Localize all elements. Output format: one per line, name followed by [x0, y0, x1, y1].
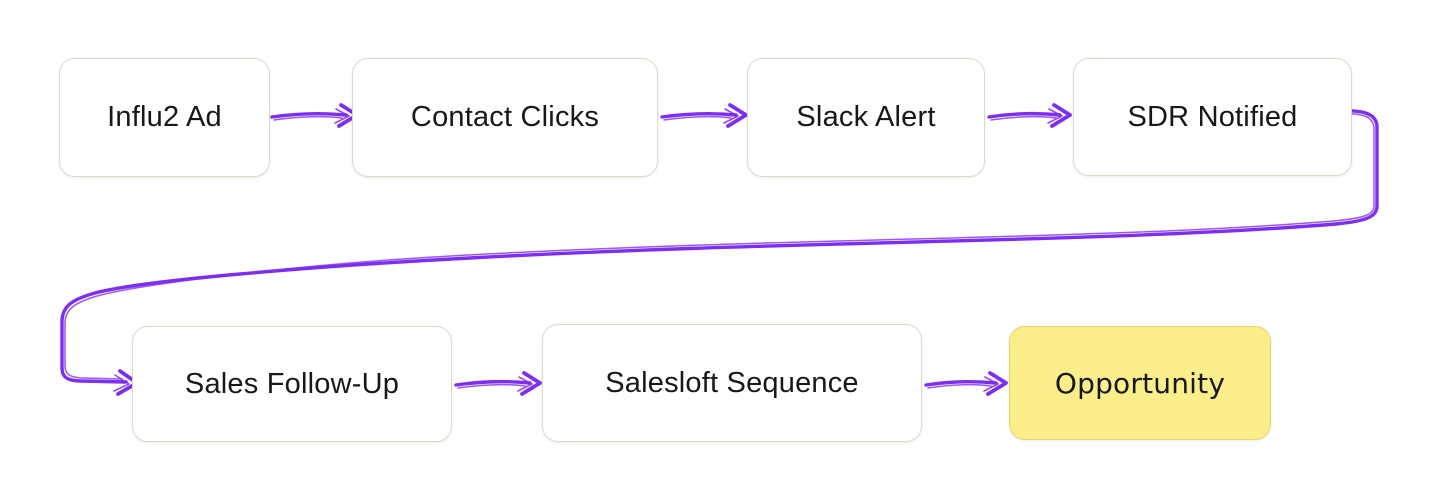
node-label: Opportunity	[1054, 366, 1226, 400]
flow-node-sales-follow-up: Sales Follow-Up	[132, 326, 452, 442]
node-label: SDR Notified	[1127, 100, 1298, 133]
arrow-influ2-to-contact	[270, 103, 359, 128]
flow-node-contact-clicks: Contact Clicks	[352, 58, 658, 177]
flow-node-salesloft-sequence: Salesloft Sequence	[542, 324, 922, 442]
arrow-sales-to-salesloft	[454, 371, 542, 396]
arrow-salesloft-to-opportunity	[924, 371, 1008, 396]
node-label: Contact Clicks	[410, 101, 600, 133]
node-label: Influ2 Ad	[107, 101, 222, 133]
flow-node-sdr-notified: SDR Notified	[1073, 58, 1352, 176]
flow-node-slack-alert: Slack Alert	[747, 58, 985, 177]
node-label: Salesloft Sequence	[605, 366, 859, 399]
arrow-slack-to-sdr	[987, 103, 1072, 128]
arrow-contact-to-slack	[660, 103, 748, 128]
node-label: Sales Follow-Up	[184, 367, 400, 400]
flow-node-influ2-ad: Influ2 Ad	[59, 58, 270, 177]
node-label: Slack Alert	[796, 101, 936, 133]
flow-node-opportunity: Opportunity	[1009, 326, 1271, 440]
